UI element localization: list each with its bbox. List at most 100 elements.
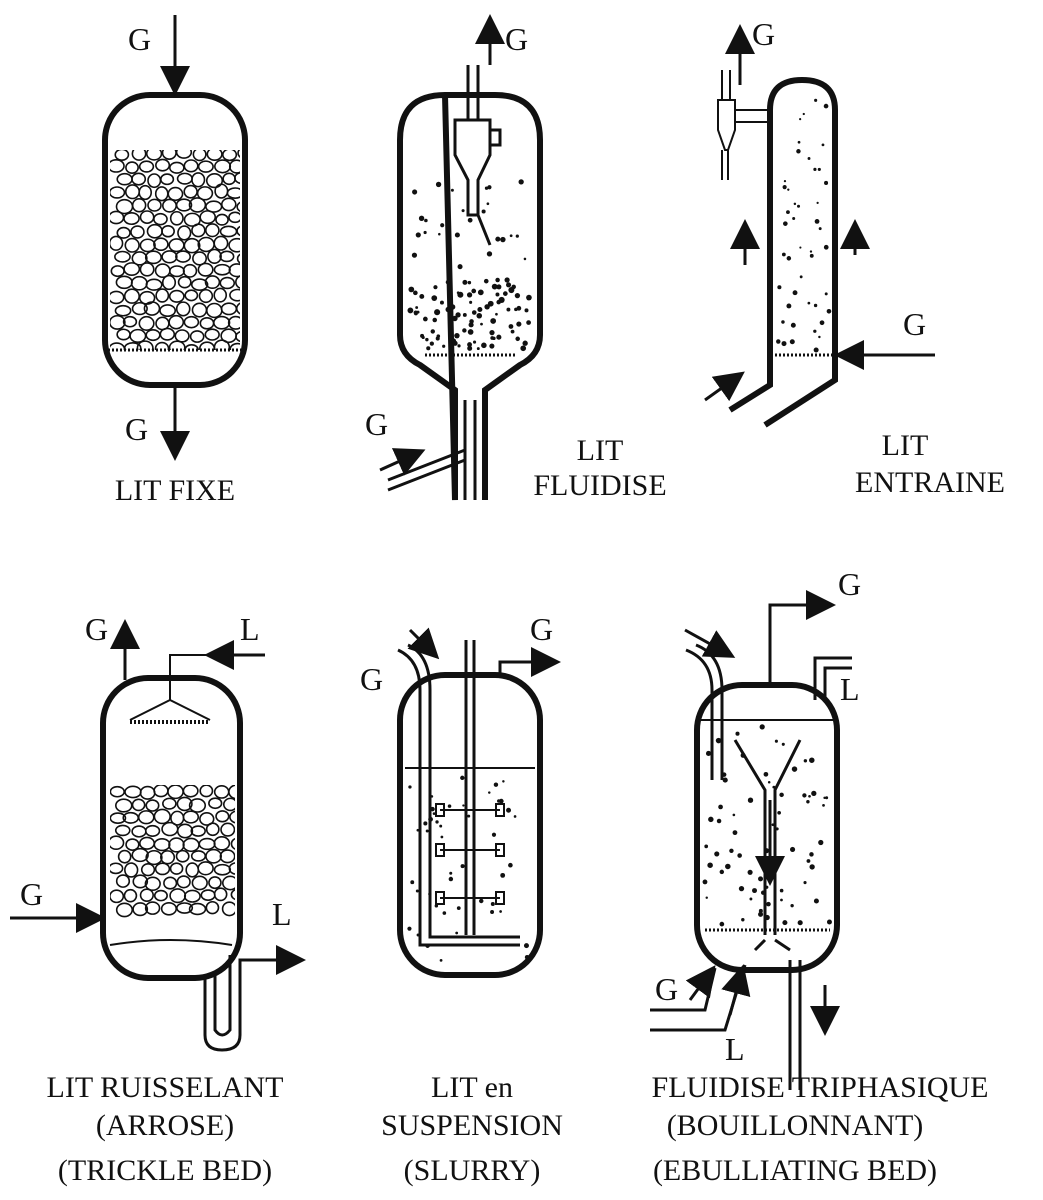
packing-particle <box>153 785 169 798</box>
particle <box>799 246 802 249</box>
cyclone <box>453 65 502 246</box>
packing-particle <box>175 198 193 212</box>
packing-particle <box>144 250 162 265</box>
particle <box>455 931 459 935</box>
packing-particle <box>230 889 235 901</box>
particle <box>809 852 814 857</box>
packing-particle <box>213 887 228 902</box>
caption: FLUIDISE <box>533 469 666 502</box>
particle <box>468 322 474 328</box>
caption: FLUIDISE TRIPHASIQUE <box>652 1071 989 1104</box>
particle <box>767 780 771 784</box>
packing-particle <box>139 210 155 224</box>
stream-label: L <box>240 611 260 647</box>
particle <box>495 312 498 316</box>
particle <box>516 321 522 327</box>
particle <box>467 280 472 285</box>
trickle-bed-reactor: G L G L LIT RUISSELANT (ARROSE) (TRICKLE… <box>10 611 306 1187</box>
particle <box>704 844 709 849</box>
particle <box>809 757 815 763</box>
particle <box>789 339 795 345</box>
particle <box>774 739 778 743</box>
particle <box>436 334 441 338</box>
particle <box>818 227 822 231</box>
particle <box>792 216 796 220</box>
particle <box>502 291 508 296</box>
particle <box>476 312 483 319</box>
caption: LIT <box>882 429 929 462</box>
packing-particle <box>213 863 232 876</box>
packing-particle <box>189 330 205 343</box>
packing-particle <box>161 250 178 264</box>
particle <box>471 310 477 315</box>
particle <box>418 215 425 222</box>
particle <box>523 943 529 949</box>
stream-label: G <box>838 566 861 602</box>
particle <box>408 785 412 789</box>
packing-particle <box>147 173 162 189</box>
particle <box>823 103 829 109</box>
packing-particle <box>131 198 147 213</box>
particle <box>813 167 817 171</box>
particle <box>506 282 512 288</box>
packing-particle <box>175 150 193 159</box>
packing-particle <box>131 150 147 161</box>
caption: LIT en <box>431 1071 513 1104</box>
particle <box>440 835 444 839</box>
packing-particle <box>124 184 141 200</box>
ebulliating-bed-reactor: G L G L FLUIDISE TRIPHASIQUE (BOUILLONNA… <box>650 566 988 1187</box>
packing-particle <box>228 862 235 875</box>
packing-particle <box>110 812 127 824</box>
packing-particle <box>191 875 208 891</box>
particle <box>467 345 473 351</box>
packing-particle <box>219 250 235 263</box>
particle <box>786 210 790 215</box>
particle <box>786 256 792 261</box>
packing-particle <box>220 197 237 212</box>
packing-particle <box>175 250 192 263</box>
particle <box>520 345 527 352</box>
packing-particle <box>191 172 206 188</box>
packing-particle <box>199 210 217 225</box>
particle <box>793 202 797 206</box>
packing-particle <box>145 799 160 812</box>
particle <box>790 903 794 908</box>
particle <box>824 292 828 296</box>
packing-particle <box>114 304 132 317</box>
packed-bed <box>110 150 240 350</box>
packing-particle <box>147 198 162 212</box>
packing-particle <box>161 150 177 160</box>
entrained-bed-reactor: G G LIT ENTRAINE <box>704 16 1005 499</box>
particle <box>705 896 708 899</box>
particle <box>716 818 722 824</box>
particle <box>454 332 460 339</box>
packing-particle <box>110 889 125 904</box>
packing-particle <box>114 250 131 263</box>
packing-particle <box>144 876 161 891</box>
particle <box>496 334 502 340</box>
packing-particle <box>222 797 235 812</box>
particle <box>410 880 415 885</box>
packing-particle <box>132 902 149 917</box>
packing-particle <box>183 159 199 173</box>
particle <box>509 325 513 329</box>
particle <box>502 780 505 783</box>
packing-particle <box>205 822 220 837</box>
particle <box>508 862 513 868</box>
particle <box>732 830 738 836</box>
particle <box>823 796 826 800</box>
packing-particle <box>215 213 229 226</box>
particle <box>825 796 829 800</box>
particle <box>807 301 811 305</box>
caption: LIT RUISSELANT <box>47 1071 284 1104</box>
packing-particle <box>136 340 154 350</box>
particle <box>477 289 484 296</box>
particle <box>777 285 782 290</box>
particle <box>489 330 495 336</box>
packing-particle <box>175 849 190 863</box>
particle <box>787 188 790 191</box>
packing-particle <box>123 341 142 350</box>
packing-particle <box>110 835 125 851</box>
packing-particle <box>213 287 228 303</box>
